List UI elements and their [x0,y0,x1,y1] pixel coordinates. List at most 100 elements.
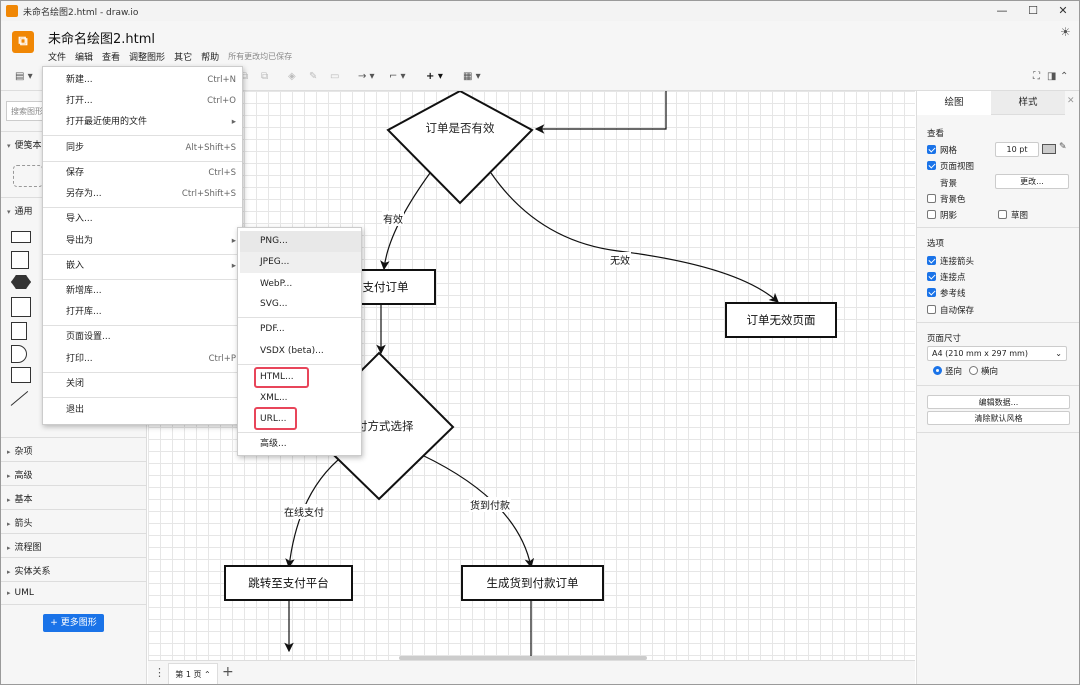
menu-item-close[interactable]: 关闭 [43,374,242,395]
container-shape[interactable] [11,367,31,383]
menu-arrange[interactable]: 调整图形 [129,53,166,63]
connection-arrows-checkbox[interactable]: 连接箭头 [927,255,974,267]
close-window-icon[interactable]: ✕ [1058,4,1068,17]
table-shape[interactable] [11,297,31,317]
connection-icon[interactable]: → ▾ [358,71,375,82]
landscape-radio[interactable]: 横向 [969,365,998,377]
edit-data-button[interactable]: 编辑数据... [927,395,1070,409]
menu-item-save-as[interactable]: 另存为...Ctrl+Shift+S [43,184,242,205]
export-svg[interactable]: SVG... [260,299,288,309]
menu-item-open[interactable]: 打开...Ctrl+O [43,91,242,112]
grid-size-input[interactable]: 10 pt [995,142,1039,157]
clear-default-style-button[interactable]: 清除默认风格 [927,411,1070,425]
menu-item-print[interactable]: 打印...Ctrl+P [43,349,242,370]
autosave-checkbox[interactable]: 自动保存 [927,304,974,316]
portrait-radio[interactable]: 竖向 [933,365,962,377]
menu-view[interactable]: 查看 [102,53,121,63]
connection-points-checkbox[interactable]: 连接点 [927,271,966,283]
process-invalid-page[interactable]: 订单无效页面 [725,302,837,338]
menu-item-embed[interactable]: 嵌入▸ [43,256,242,277]
to-back-icon[interactable]: ⧉ [241,71,249,82]
rectangle-shape[interactable] [11,231,31,243]
connector-invalid[interactable] [490,172,779,303]
process-goto-payment[interactable]: 跳转至支付平台 [224,565,353,601]
shadow-icon[interactable]: ▭ [330,71,340,82]
menu-extras[interactable]: 其它 [174,53,193,63]
grid-color-swatch[interactable] [1042,144,1056,154]
theme-icon[interactable]: ☀ [1060,25,1071,39]
insert-icon[interactable]: + ▾ [426,71,443,82]
tab-diagram[interactable]: 绘图 [917,91,991,115]
section-er[interactable]: ▸实体关系 [1,557,147,581]
menu-help[interactable]: 帮助 [201,53,220,63]
delay-shape[interactable] [11,345,27,363]
menu-edit[interactable]: 编辑 [75,53,94,63]
table-icon[interactable]: ▦ ▾ [463,71,481,82]
process-cod-order[interactable]: 生成货到付款订单 [461,565,604,601]
section-advanced[interactable]: ▸高级 [1,461,147,485]
paper-size-select[interactable]: A4 (210 mm x 297 mm)⌄ [927,346,1067,361]
export-url[interactable]: URL... [260,414,287,424]
collapse-icon[interactable]: ⌃ [1060,71,1069,82]
maximize-icon[interactable]: ☐ [1028,4,1038,17]
more-shapes-button[interactable]: + 更多图形 [43,614,104,632]
document-shape[interactable] [11,322,27,340]
guides-checkbox[interactable]: 参考线 [927,287,966,299]
menu-item-new[interactable]: 新建...Ctrl+N [43,70,242,91]
grid-checkbox[interactable]: 网格 [927,144,957,156]
to-front-icon[interactable]: ⧉ [261,71,269,82]
diagram-canvas[interactable]: 订单是否有效 有效 无效 生成支付订单 订单无效页面 支付方式选择 在线支付 货… [148,91,915,660]
horizontal-scrollbar[interactable] [399,656,647,660]
change-background-button[interactable]: 更改... [995,174,1069,189]
export-pdf[interactable]: PDF... [260,324,285,334]
menu-item-open-library[interactable]: 打开库... [43,302,242,323]
eyedropper-icon[interactable]: ✎ [1059,142,1067,152]
menu-item-import[interactable]: 导入... [43,209,242,230]
document-title[interactable]: 未命名绘图2.html [48,32,156,47]
fullscreen-icon[interactable]: ⛶ [1033,71,1040,82]
export-advanced[interactable]: 高级... [260,439,287,449]
divider [917,432,1079,433]
format-panel-icon[interactable]: ▤ ▾ [15,71,33,82]
page-tab[interactable]: 第 1 页 ⌃ [168,663,218,684]
close-panel-icon[interactable]: ✕ [1067,96,1075,106]
section-flowchart[interactable]: ▸流程图 [1,533,147,557]
line-color-icon[interactable]: ✎ [309,71,318,82]
section-arrows[interactable]: ▸箭头 [1,509,147,533]
section-uml[interactable]: ▸UML [1,581,147,605]
panel-toggle-icon[interactable]: ◨ [1047,71,1057,82]
hexagon-shape[interactable] [11,275,31,289]
export-html[interactable]: HTML... [260,372,294,382]
menu-file[interactable]: 文件 [48,53,67,63]
square-shape[interactable] [11,251,29,269]
export-xml[interactable]: XML... [260,393,288,403]
sketch-checkbox[interactable]: 草图 [998,209,1028,221]
export-webp[interactable]: WebP... [260,279,293,289]
scratchpad-dropzone[interactable] [13,165,43,187]
add-page-icon[interactable]: + [222,664,234,680]
menu-item-new-library[interactable]: 新增库... [43,281,242,302]
section-misc[interactable]: ▸杂项 [1,437,147,461]
connector-return[interactable] [534,91,667,134]
bg-color-checkbox[interactable]: 背景色 [927,193,966,205]
export-vsdx[interactable]: VSDX (beta)... [260,346,324,356]
export-png[interactable]: PNG... [240,231,361,252]
export-jpeg[interactable]: JPEG... [240,252,361,273]
connector-online[interactable] [285,454,345,569]
menu-item-exit[interactable]: 退出 [43,400,242,421]
page-view-checkbox[interactable]: 页面视图 [927,160,974,172]
line-shape[interactable] [10,390,29,406]
menu-item-page-setup[interactable]: 页面设置... [43,327,242,348]
tab-style[interactable]: 样式 [991,91,1065,115]
section-basic[interactable]: ▸基本 [1,485,147,509]
menu-item-open-recent[interactable]: 打开最近使用的文件▸ [43,112,242,133]
fill-color-icon[interactable]: ◈ [288,71,296,82]
minimize-icon[interactable]: — [996,4,1008,17]
shadow-checkbox[interactable]: 阴影 [927,209,957,221]
decision-order-valid[interactable] [386,91,534,205]
pages-menu-icon[interactable]: ⋮ [154,666,165,679]
waypoints-icon[interactable]: ⌐ ▾ [389,71,406,82]
menu-item-export-as[interactable]: 导出为▸ [43,231,242,252]
